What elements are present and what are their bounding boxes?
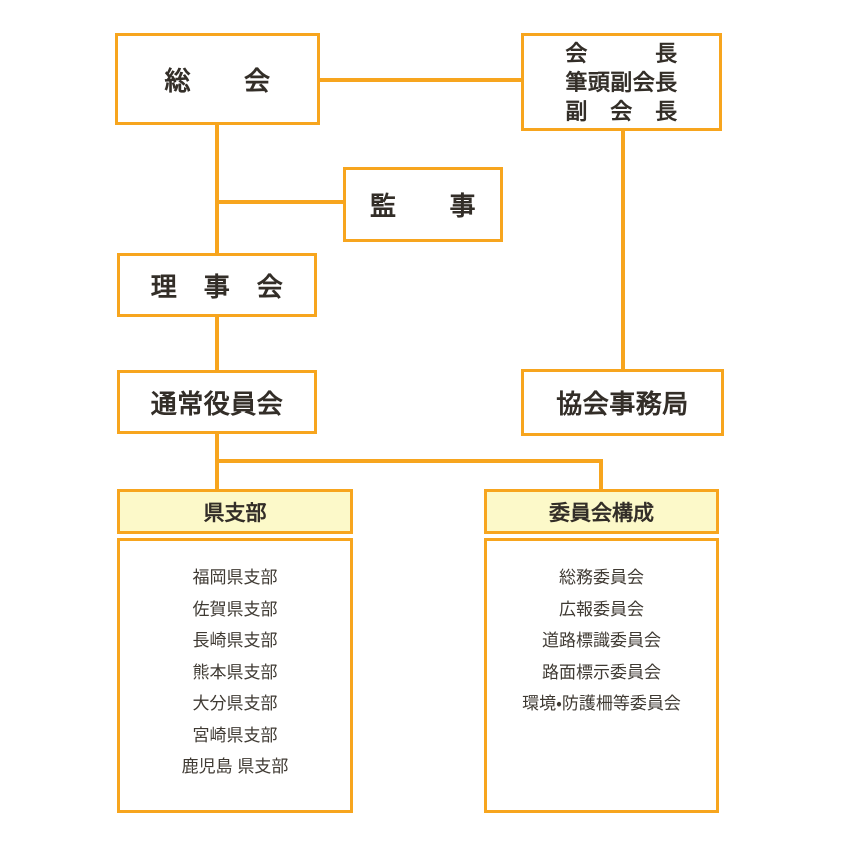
connector-branch-iinkai: [599, 459, 603, 491]
panel-prefectural-branches-title: 県支部: [203, 500, 267, 525]
node-association-secretariat-label: 協会事務局: [556, 390, 689, 419]
connector-rijikai-tsuujou: [215, 315, 219, 372]
node-auditor: 監 事: [343, 167, 503, 242]
list-item: 熊本県支部: [192, 662, 278, 682]
connector-branch-horizontal: [215, 459, 603, 463]
node-general-meeting: 総 会: [115, 33, 320, 125]
node-auditor-label: 監 事: [369, 192, 477, 221]
list-item: 鹿児島 県支部: [181, 757, 289, 776]
list-item: 長崎県支部: [192, 631, 278, 650]
node-board-of-directors: 理 事 会: [117, 253, 317, 317]
list-item: 大分県支部: [192, 694, 278, 713]
list-item: 道路標識委員会: [542, 631, 661, 650]
node-board-of-directors-label: 理 事 会: [150, 272, 284, 302]
connector-soukai-rijikai: [215, 123, 219, 255]
panel-prefectural-branches-header: 県支部: [117, 489, 353, 534]
panel-committee-composition-title: 委員会構成: [549, 500, 654, 525]
list-item: 福岡県支部: [192, 568, 278, 587]
node-chairman-line2: 筆頭副会長: [565, 69, 678, 95]
panel-prefectural-branches-list: 福岡県支部 佐賀県支部 長崎県支部 熊本県支部 大分県支部 宮崎県支部 鹿児島 …: [117, 538, 353, 813]
node-chairman-line1: 会 長: [565, 40, 678, 66]
list-item: 環境・防護柵等委員会: [522, 694, 681, 713]
node-regular-officers-meeting-label: 通常役員会: [150, 389, 284, 419]
node-association-secretariat: 協会事務局: [521, 369, 724, 436]
connector-kanji-branch: [215, 200, 345, 204]
panel-committee-composition-list: 総務委員会 広報委員会 道路標識委員会 路面標示委員会 環境・防護柵等委員会: [484, 538, 719, 813]
connector-kaichou-jimukyoku: [621, 129, 625, 371]
node-chairman-line3: 副 会 長: [565, 98, 678, 124]
node-chairman: 会 長 筆頭副会長 副 会 長: [521, 33, 722, 131]
panel-committee-composition-header: 委員会構成: [484, 489, 719, 534]
list-item: 総務委員会: [559, 568, 644, 587]
connector-soukai-kaichou: [318, 78, 524, 82]
node-regular-officers-meeting: 通常役員会: [117, 370, 317, 434]
node-general-meeting-label: 総 会: [164, 66, 271, 96]
list-item: 佐賀県支部: [192, 599, 278, 619]
list-item: 宮崎県支部: [192, 725, 278, 745]
list-item: 路面標示委員会: [542, 662, 661, 682]
list-item: 広報委員会: [559, 599, 644, 619]
